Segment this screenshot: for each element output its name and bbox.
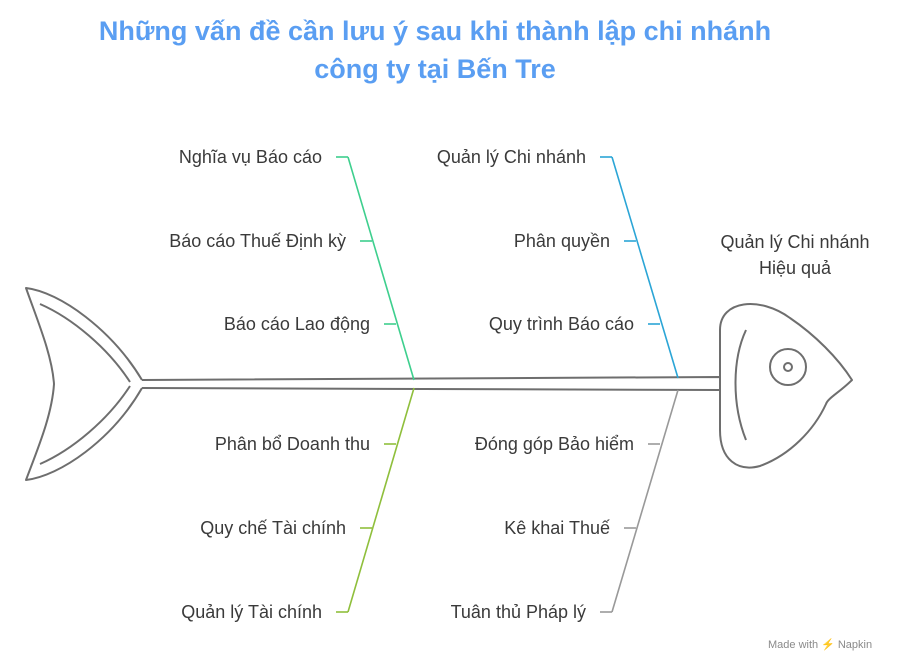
made-with-text: Made with xyxy=(768,638,819,651)
fish-head xyxy=(719,303,853,469)
bone-bottom-right xyxy=(611,389,679,613)
cause-label: Quản lý Chi nhánh xyxy=(436,147,586,167)
napkin-name: Napkin xyxy=(837,638,873,651)
branch-bottom-right xyxy=(600,389,679,613)
cause-label: Phân quyền xyxy=(513,231,610,251)
cause-label: Nghĩa vụ Báo cáo xyxy=(178,147,322,167)
cause-label: Kê khai Thuế xyxy=(504,518,610,538)
bone-bottom-left xyxy=(347,387,415,613)
cause-label: Đóng góp Bảo hiểm xyxy=(474,434,634,454)
napkin-brand[interactable]: Made with ⚡ Napkin xyxy=(768,638,873,652)
effect-line-1: Quản lý Chi nhánh xyxy=(720,232,870,252)
napkin-logo-icon: ⚡ xyxy=(821,639,835,651)
title-line-1: Những vấn đề cần lưu ý sau khi thành lập… xyxy=(98,16,772,46)
effect-label: Quản lý Chi nhánh Hiệu quả xyxy=(690,229,900,281)
cause-label: Báo cáo Lao động xyxy=(223,314,370,334)
cause-label: Tuân thủ Pháp lý xyxy=(450,602,586,622)
bone-top-left xyxy=(347,156,415,381)
fish-eye xyxy=(769,348,807,386)
branch-top-left xyxy=(336,156,415,381)
cause-label: Quy trình Báo cáo xyxy=(488,314,634,334)
effect-line-2: Hiệu quả xyxy=(758,258,832,278)
bone-top-right xyxy=(611,156,679,379)
title-line-2: công ty tại Bến Tre xyxy=(314,54,556,84)
cause-label: Báo cáo Thuế Định kỳ xyxy=(169,231,346,251)
cause-label: Phân bổ Doanh thu xyxy=(214,434,370,454)
fish-spine xyxy=(141,375,721,392)
branch-bottom-left xyxy=(336,387,415,613)
cause-label: Quản lý Tài chính xyxy=(181,602,322,622)
diagram-title: Những vấn đề cần lưu ý sau khi thành lập… xyxy=(40,12,830,88)
branch-top-right xyxy=(600,156,679,379)
fish-tail xyxy=(25,287,143,481)
cause-label: Quy chế Tài chính xyxy=(200,518,346,538)
